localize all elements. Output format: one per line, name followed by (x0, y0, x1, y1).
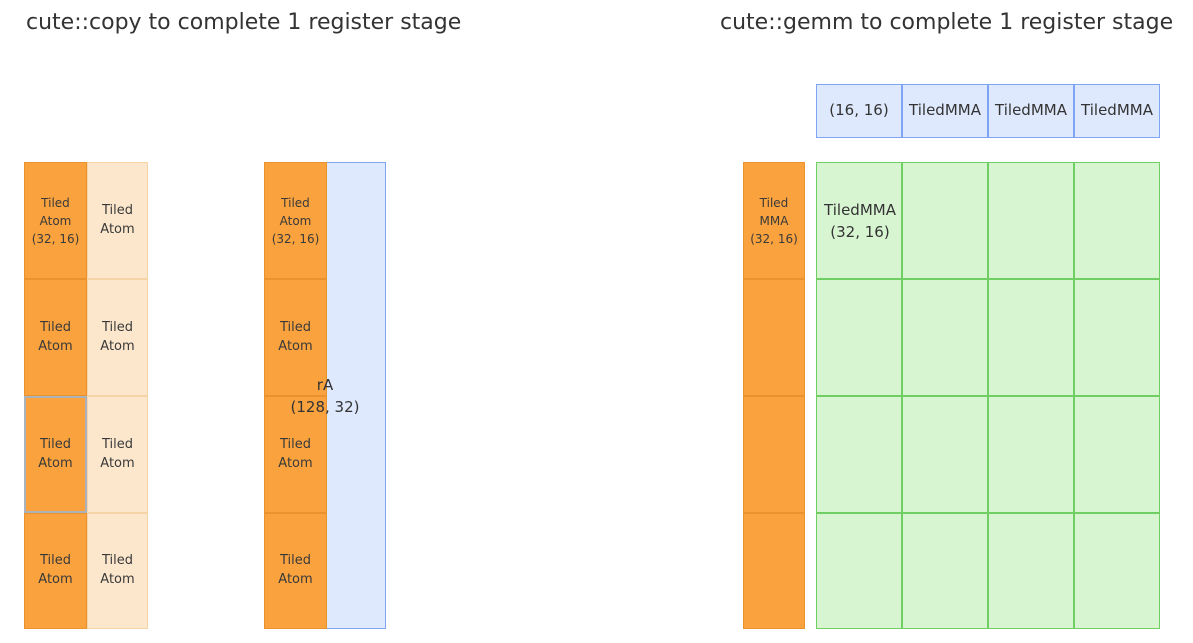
accumulator-cell (816, 513, 902, 629)
accumulator-cell (902, 162, 988, 279)
mma-header-cell: TiledMMA (1074, 84, 1160, 138)
accumulator-cell: TiledMMA (32, 16) (816, 162, 902, 279)
gemm-title: cute::gemm to complete 1 register stage (720, 10, 1174, 35)
tiled-atom-cell: Tiled Atom (32, 16) (24, 162, 87, 279)
mma-a-cell: Tiled MMA (32, 16) (743, 162, 805, 279)
accumulator-cell (1074, 396, 1160, 513)
tiled-atom-cell: Tiled Atom (24, 279, 87, 396)
accumulator-cell (1074, 513, 1160, 629)
accumulator-cell (816, 396, 902, 513)
tiled-atom-cell: Tiled Atom (87, 162, 148, 279)
mma-header-cell: TiledMMA (988, 84, 1074, 138)
tiled-atom-cell: Tiled Atom (264, 396, 327, 513)
register-tensor-label: rA (128, 32) (290, 376, 360, 416)
accumulator-cell (902, 396, 988, 513)
tiled-atom-cell: Tiled Atom (264, 279, 327, 396)
accumulator-cell (1074, 279, 1160, 396)
accumulator-cell (988, 513, 1074, 629)
accumulator-cell (1074, 162, 1160, 279)
tiled-atom-cell: Tiled Atom (87, 279, 148, 396)
copy-title: cute::copy to complete 1 register stage (26, 10, 462, 35)
tiled-atom-cell: Tiled Atom (24, 513, 87, 629)
tiled-atom-cell-selected: Tiled Atom (24, 396, 87, 513)
accumulator-cell (988, 162, 1074, 279)
mma-header-cell: TiledMMA (902, 84, 988, 138)
accumulator-cell-label: TiledMMA (32, 16) (824, 201, 896, 241)
accumulator-cell (816, 279, 902, 396)
tiled-atom-cell: Tiled Atom (87, 396, 148, 513)
tiled-atom-cell: Tiled Atom (87, 513, 148, 629)
tiled-atom-cell: Tiled Atom (32, 16) (264, 162, 327, 279)
accumulator-cell (988, 396, 1074, 513)
mma-a-cell (743, 396, 805, 513)
mma-header-cell: (16, 16) (816, 84, 902, 138)
accumulator-cell (902, 513, 988, 629)
mma-a-cell (743, 513, 805, 629)
accumulator-cell (988, 279, 1074, 396)
tiled-atom-cell: Tiled Atom (264, 513, 327, 629)
accumulator-cell (902, 279, 988, 396)
mma-a-cell (743, 279, 805, 396)
